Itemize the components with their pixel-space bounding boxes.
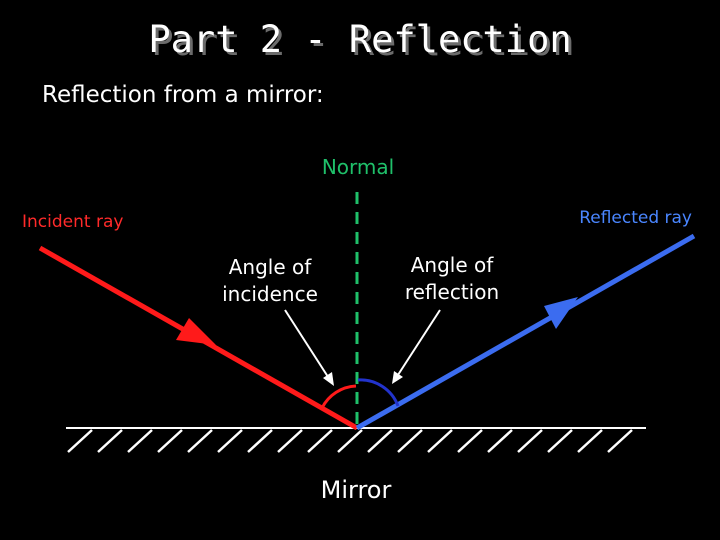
angle-of-reflection-pointer bbox=[395, 309, 441, 379]
angle-of-incidence-arc bbox=[320, 384, 357, 409]
angle-of-reflection-pointer-head bbox=[392, 371, 403, 384]
mirror-hatching bbox=[67, 429, 633, 453]
reflected-ray-label: Reflected ray bbox=[579, 208, 692, 228]
reflected-ray bbox=[355, 233, 696, 431]
incident-arrowhead bbox=[176, 318, 216, 345]
reflected-arrowhead bbox=[544, 297, 578, 329]
incident-ray-label: Incident ray bbox=[22, 212, 124, 232]
normal-label: Normal bbox=[321, 155, 395, 179]
angle-of-incidence-pointer bbox=[284, 309, 331, 381]
angle-of-reflection-label: Angle of reflection bbox=[404, 253, 500, 304]
slide-subtitle: Reflection from a mirror: bbox=[42, 82, 324, 108]
angle-of-incidence-label: Angle of incidence bbox=[222, 255, 318, 306]
mirror-label: Mirror bbox=[320, 476, 392, 504]
slide-title: Part 2 - Reflection bbox=[148, 18, 572, 61]
angle-of-reflection-arc bbox=[357, 378, 400, 407]
angle-of-incidence-pointer-head bbox=[323, 372, 334, 386]
